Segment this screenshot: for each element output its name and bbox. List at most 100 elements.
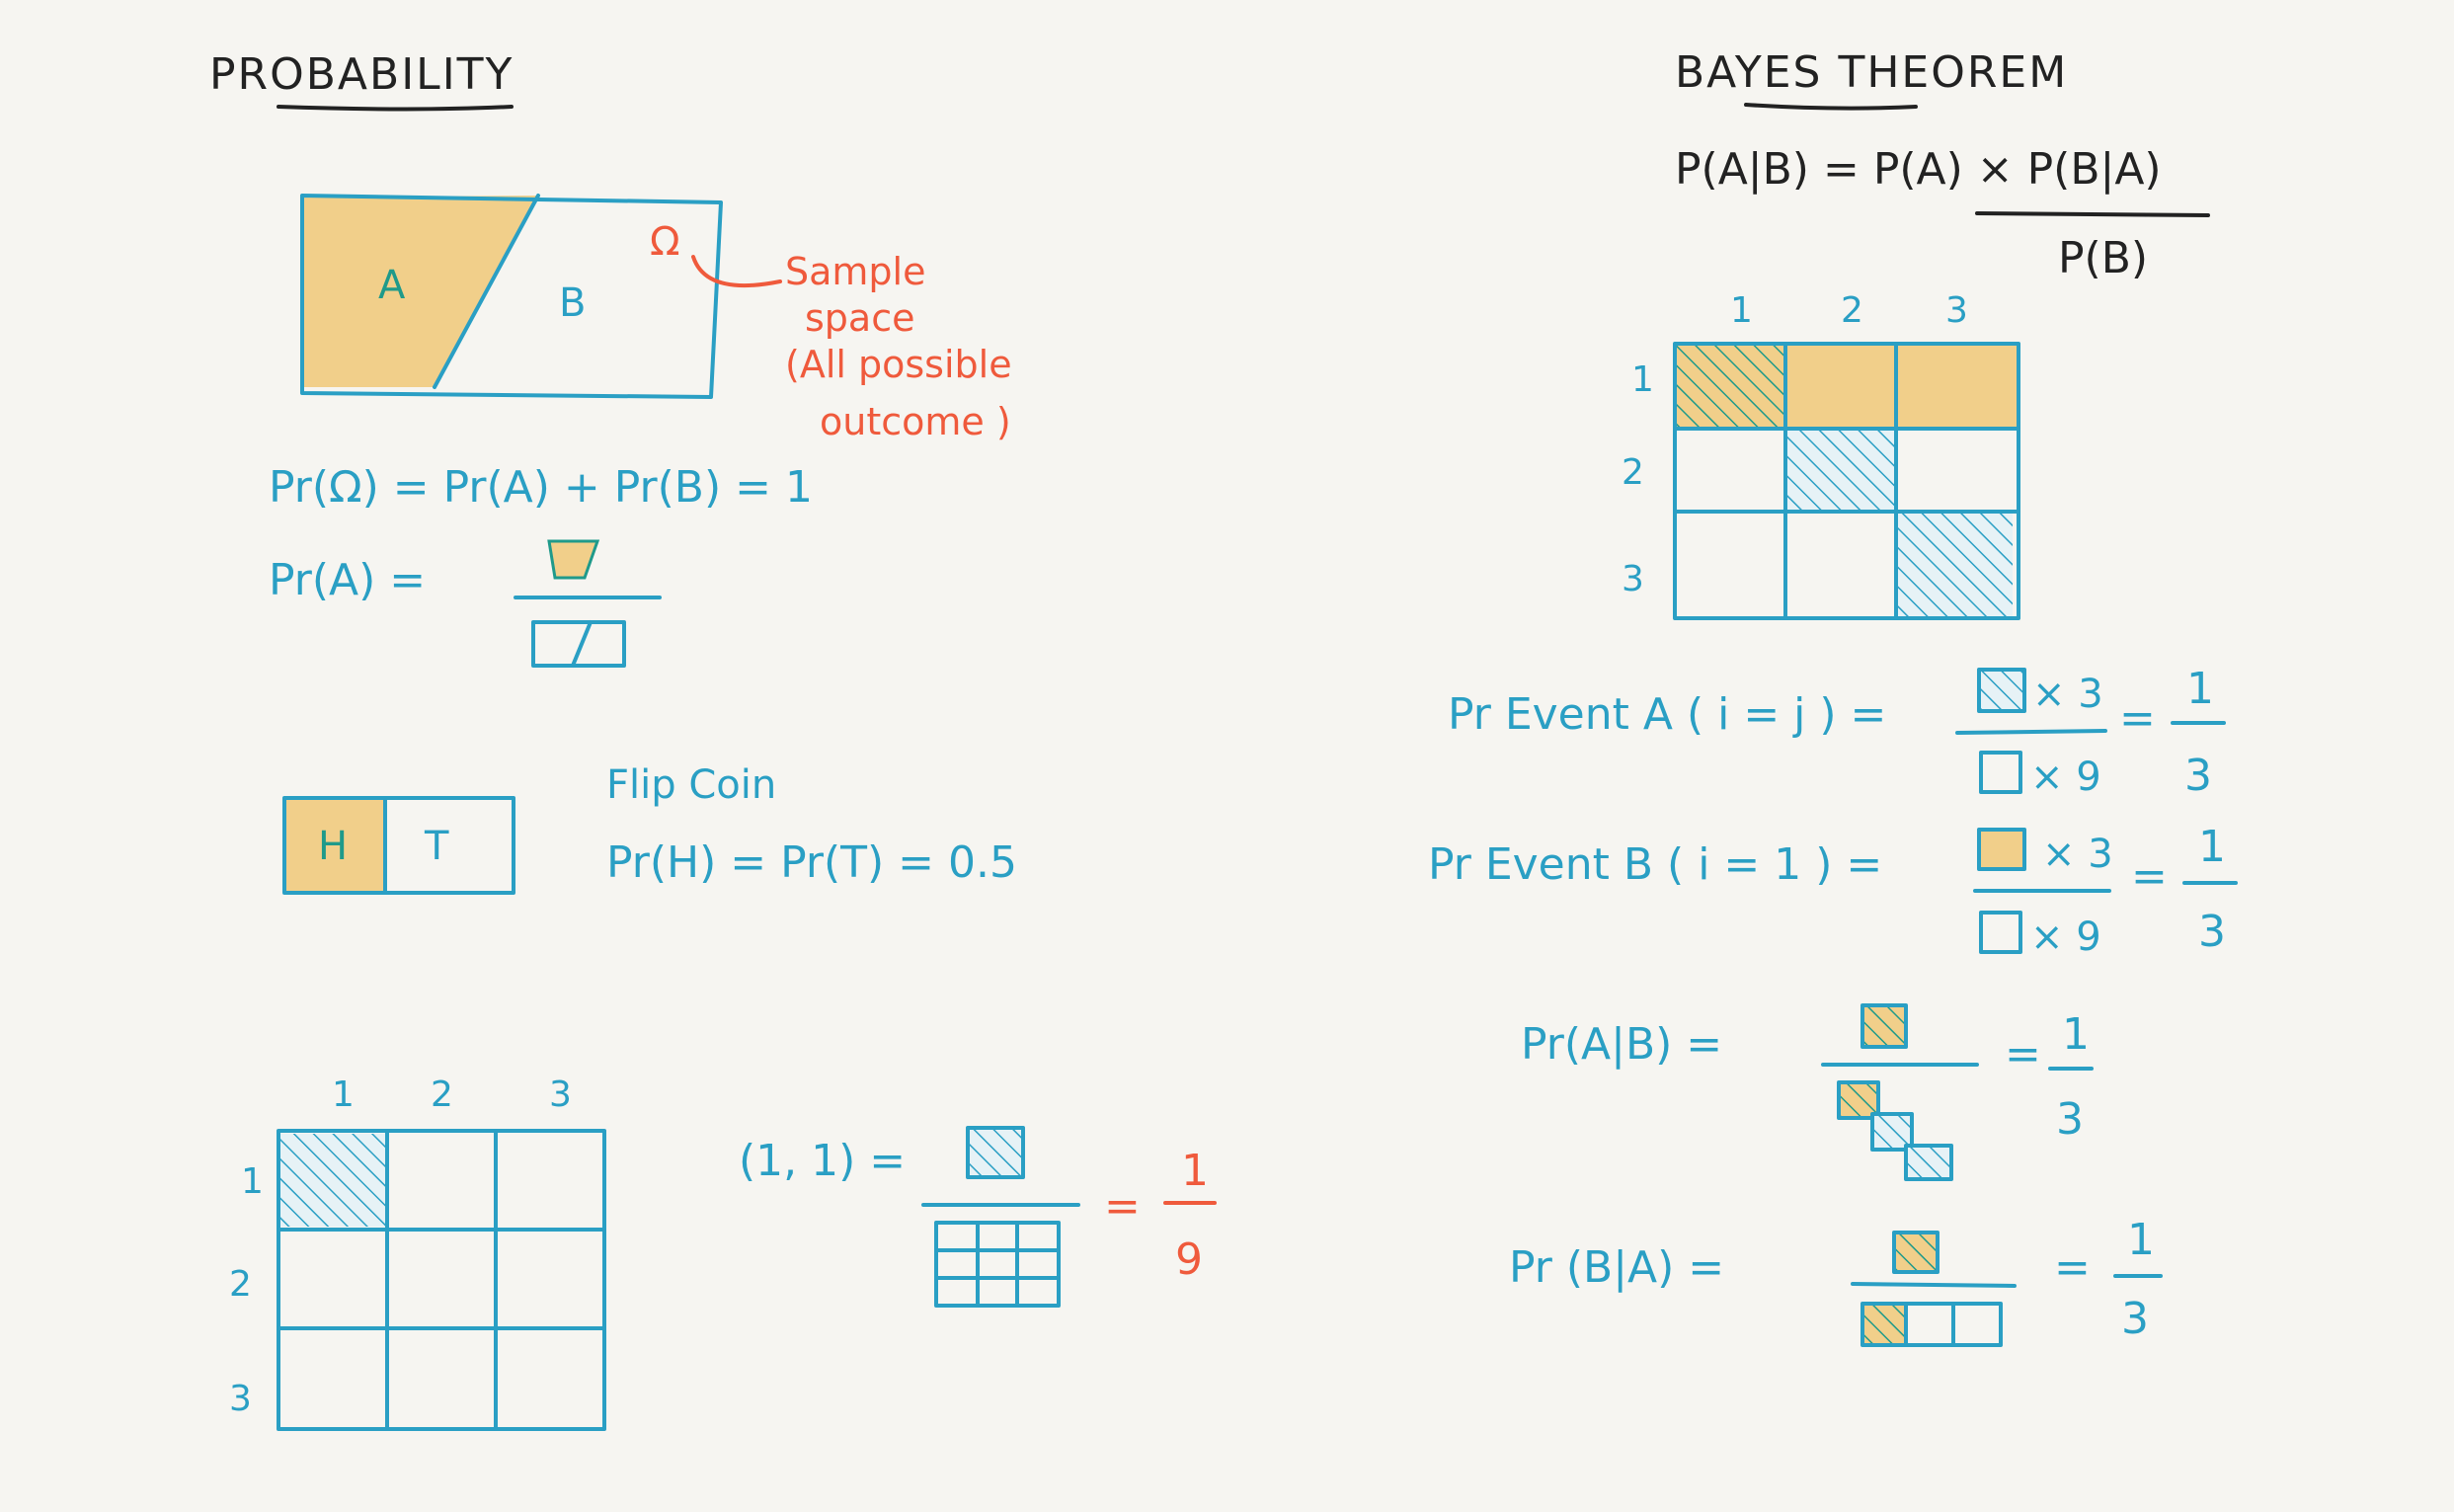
event-a-result-num: 1 [2186, 664, 2214, 714]
bayes-grid-lines [1673, 342, 2020, 620]
b-given-a-result-den: 3 [2121, 1294, 2149, 1344]
note-line-3: (All possible [785, 343, 1012, 386]
tails-label: T [424, 824, 449, 869]
bayes-section: BAYES THEOREM P(A|B) = P(A) × P(B|A) P(B… [1428, 47, 2238, 1347]
bayes-row-label-3: 3 [1622, 559, 1644, 599]
b-given-a-den-cell-1 [1862, 1304, 1906, 1345]
title-underline [277, 105, 514, 112]
region-divider [433, 194, 540, 389]
event-a-label: Pr Event A ( i = j ) = [1448, 689, 1886, 740]
event-b-den-mult: × 9 [2030, 915, 2101, 960]
b-given-a-equals: = [2054, 1242, 2091, 1293]
b-given-a-den-lines [1904, 1302, 1955, 1347]
bayes-numerator: P(A|B) = P(A) × P(B|A) [1675, 144, 2162, 195]
pair-result-num: 1 [1181, 1146, 1209, 1196]
heads-label: H [318, 824, 348, 869]
b-given-a-bar [1851, 1282, 2017, 1288]
b-given-a-num-outline [1892, 1231, 1939, 1274]
a-given-b-label: Pr(A|B) = [1521, 1019, 1722, 1070]
a-given-b-den-cell-2 [1872, 1114, 1912, 1150]
pair-numerator-outline [966, 1126, 1025, 1179]
region-a-fill [304, 196, 538, 387]
cell-3-3-hatch [1896, 512, 2013, 616]
cell-1-1-hatch [1675, 346, 1785, 429]
coin-title: Flip Coin [606, 762, 776, 808]
probability-section: PROBABILITY A B Ω Sample space (All poss… [209, 49, 1217, 1431]
bayes-title-underline [1744, 103, 1918, 111]
coin-equation: Pr(H) = Pr(T) = 0.5 [606, 837, 1017, 888]
annotation-arrow [691, 255, 782, 288]
event-a-num-mult: × 3 [2032, 672, 2103, 717]
bayes-title: BAYES THEOREM [1675, 47, 2068, 98]
b-given-a-label: Pr (B|A) = [1509, 1242, 1724, 1293]
event-a-result-den: 3 [2184, 751, 2212, 801]
a-given-b-den-cell-3 [1906, 1146, 1951, 1179]
b-given-a-equation: Pr (B|A) = = 1 3 [1509, 1215, 2163, 1347]
a-given-b-num-outline [1860, 1003, 1908, 1049]
note-line-1: Sample [785, 250, 925, 293]
note-line-2: space [805, 296, 914, 340]
numerator-shape [549, 541, 597, 578]
pair-denominator-lines [934, 1221, 1061, 1308]
bayes-col-label-3: 3 [1945, 290, 1968, 331]
event-b-den-cell [1979, 911, 2022, 954]
note-line-4: outcome ) [820, 400, 1011, 443]
row-label-3: 3 [229, 1379, 252, 1419]
probability-title: PROBABILITY [209, 49, 514, 100]
omega-label: Ω [650, 219, 680, 265]
col-label-1: 1 [332, 1074, 355, 1115]
a-given-b-den-outline-1 [1837, 1080, 1880, 1120]
coin-box [282, 796, 515, 895]
row-label-2: 2 [229, 1264, 252, 1305]
event-b-result-den: 3 [2198, 907, 2226, 957]
pr-a-label: Pr(A) = [269, 555, 426, 605]
dice-grid-left: 1 2 3 1 2 3 [229, 1074, 606, 1431]
bayes-col-label-1: 1 [1730, 290, 1753, 331]
sample-space-diagram: A B Ω Sample space (All possible outcome… [300, 194, 1012, 443]
event-b-num-mult: × 3 [2042, 832, 2113, 877]
pair-equals: = [1104, 1181, 1141, 1232]
a-given-b-equation: Pr(A|B) = = 1 3 [1521, 1003, 2094, 1181]
a-given-b-den-outline-2 [1870, 1112, 1914, 1152]
col-label-3: 3 [549, 1074, 572, 1115]
event-b-num-outline [1977, 828, 2026, 871]
pair-denominator-grid [934, 1221, 1061, 1308]
pair-numerator-cell [968, 1128, 1023, 1177]
region-b-label: B [559, 280, 586, 326]
event-a-bar [1955, 729, 2107, 735]
bayes-row-label-1: 1 [1631, 359, 1654, 400]
b-given-a-den-box [1860, 1302, 2003, 1347]
b-given-a-num-cell [1894, 1233, 1938, 1272]
bayes-row-label-2: 2 [1622, 452, 1644, 493]
bayes-fraction-bar [1975, 211, 2210, 217]
pr-a-fraction: Pr(A) = [269, 539, 662, 668]
grid-frame [277, 1129, 606, 1431]
denominator-box [531, 620, 626, 668]
event-b-equals: = [2131, 851, 2168, 902]
coin-diagram: H T Flip Coin Pr(H) = Pr(T) = 0.5 [282, 762, 1017, 895]
a-given-b-num-cell [1862, 1005, 1906, 1047]
a-given-b-equals: = [2005, 1029, 2041, 1079]
region-a-label: A [378, 263, 406, 308]
a-given-b-den-cell-1 [1839, 1082, 1878, 1118]
row-label-1: 1 [241, 1161, 264, 1202]
heads-fill [284, 798, 385, 893]
event-a-num-cell [1979, 670, 2024, 711]
cell-2-2-hatch [1785, 429, 1896, 512]
bayes-col-label-2: 2 [1841, 290, 1863, 331]
cell-1-1-hatch [278, 1134, 385, 1227]
pair-probability: (1, 1) = = 1 9 [739, 1126, 1217, 1308]
numerator-outline [547, 539, 600, 580]
event-a-equation: Pr Event A ( i = j ) = × 3 × 9 = 1 3 [1448, 664, 2226, 801]
denominator-divider [571, 620, 593, 668]
event-b-result-num: 1 [2198, 822, 2226, 872]
event-b-num-cell [1979, 830, 2024, 869]
event-b-label: Pr Event B ( i = 1 ) = [1428, 839, 1882, 890]
a-given-b-den-outline-3 [1904, 1144, 1953, 1181]
event-b-equation: Pr Event B ( i = 1 ) = × 3 × 9 = 1 3 [1428, 822, 2238, 960]
event-a-num-outline [1977, 668, 2026, 713]
event-a-den-mult: × 9 [2030, 755, 2101, 800]
event-a-equals: = [2119, 693, 2156, 744]
pair-label: (1, 1) = [739, 1136, 906, 1186]
